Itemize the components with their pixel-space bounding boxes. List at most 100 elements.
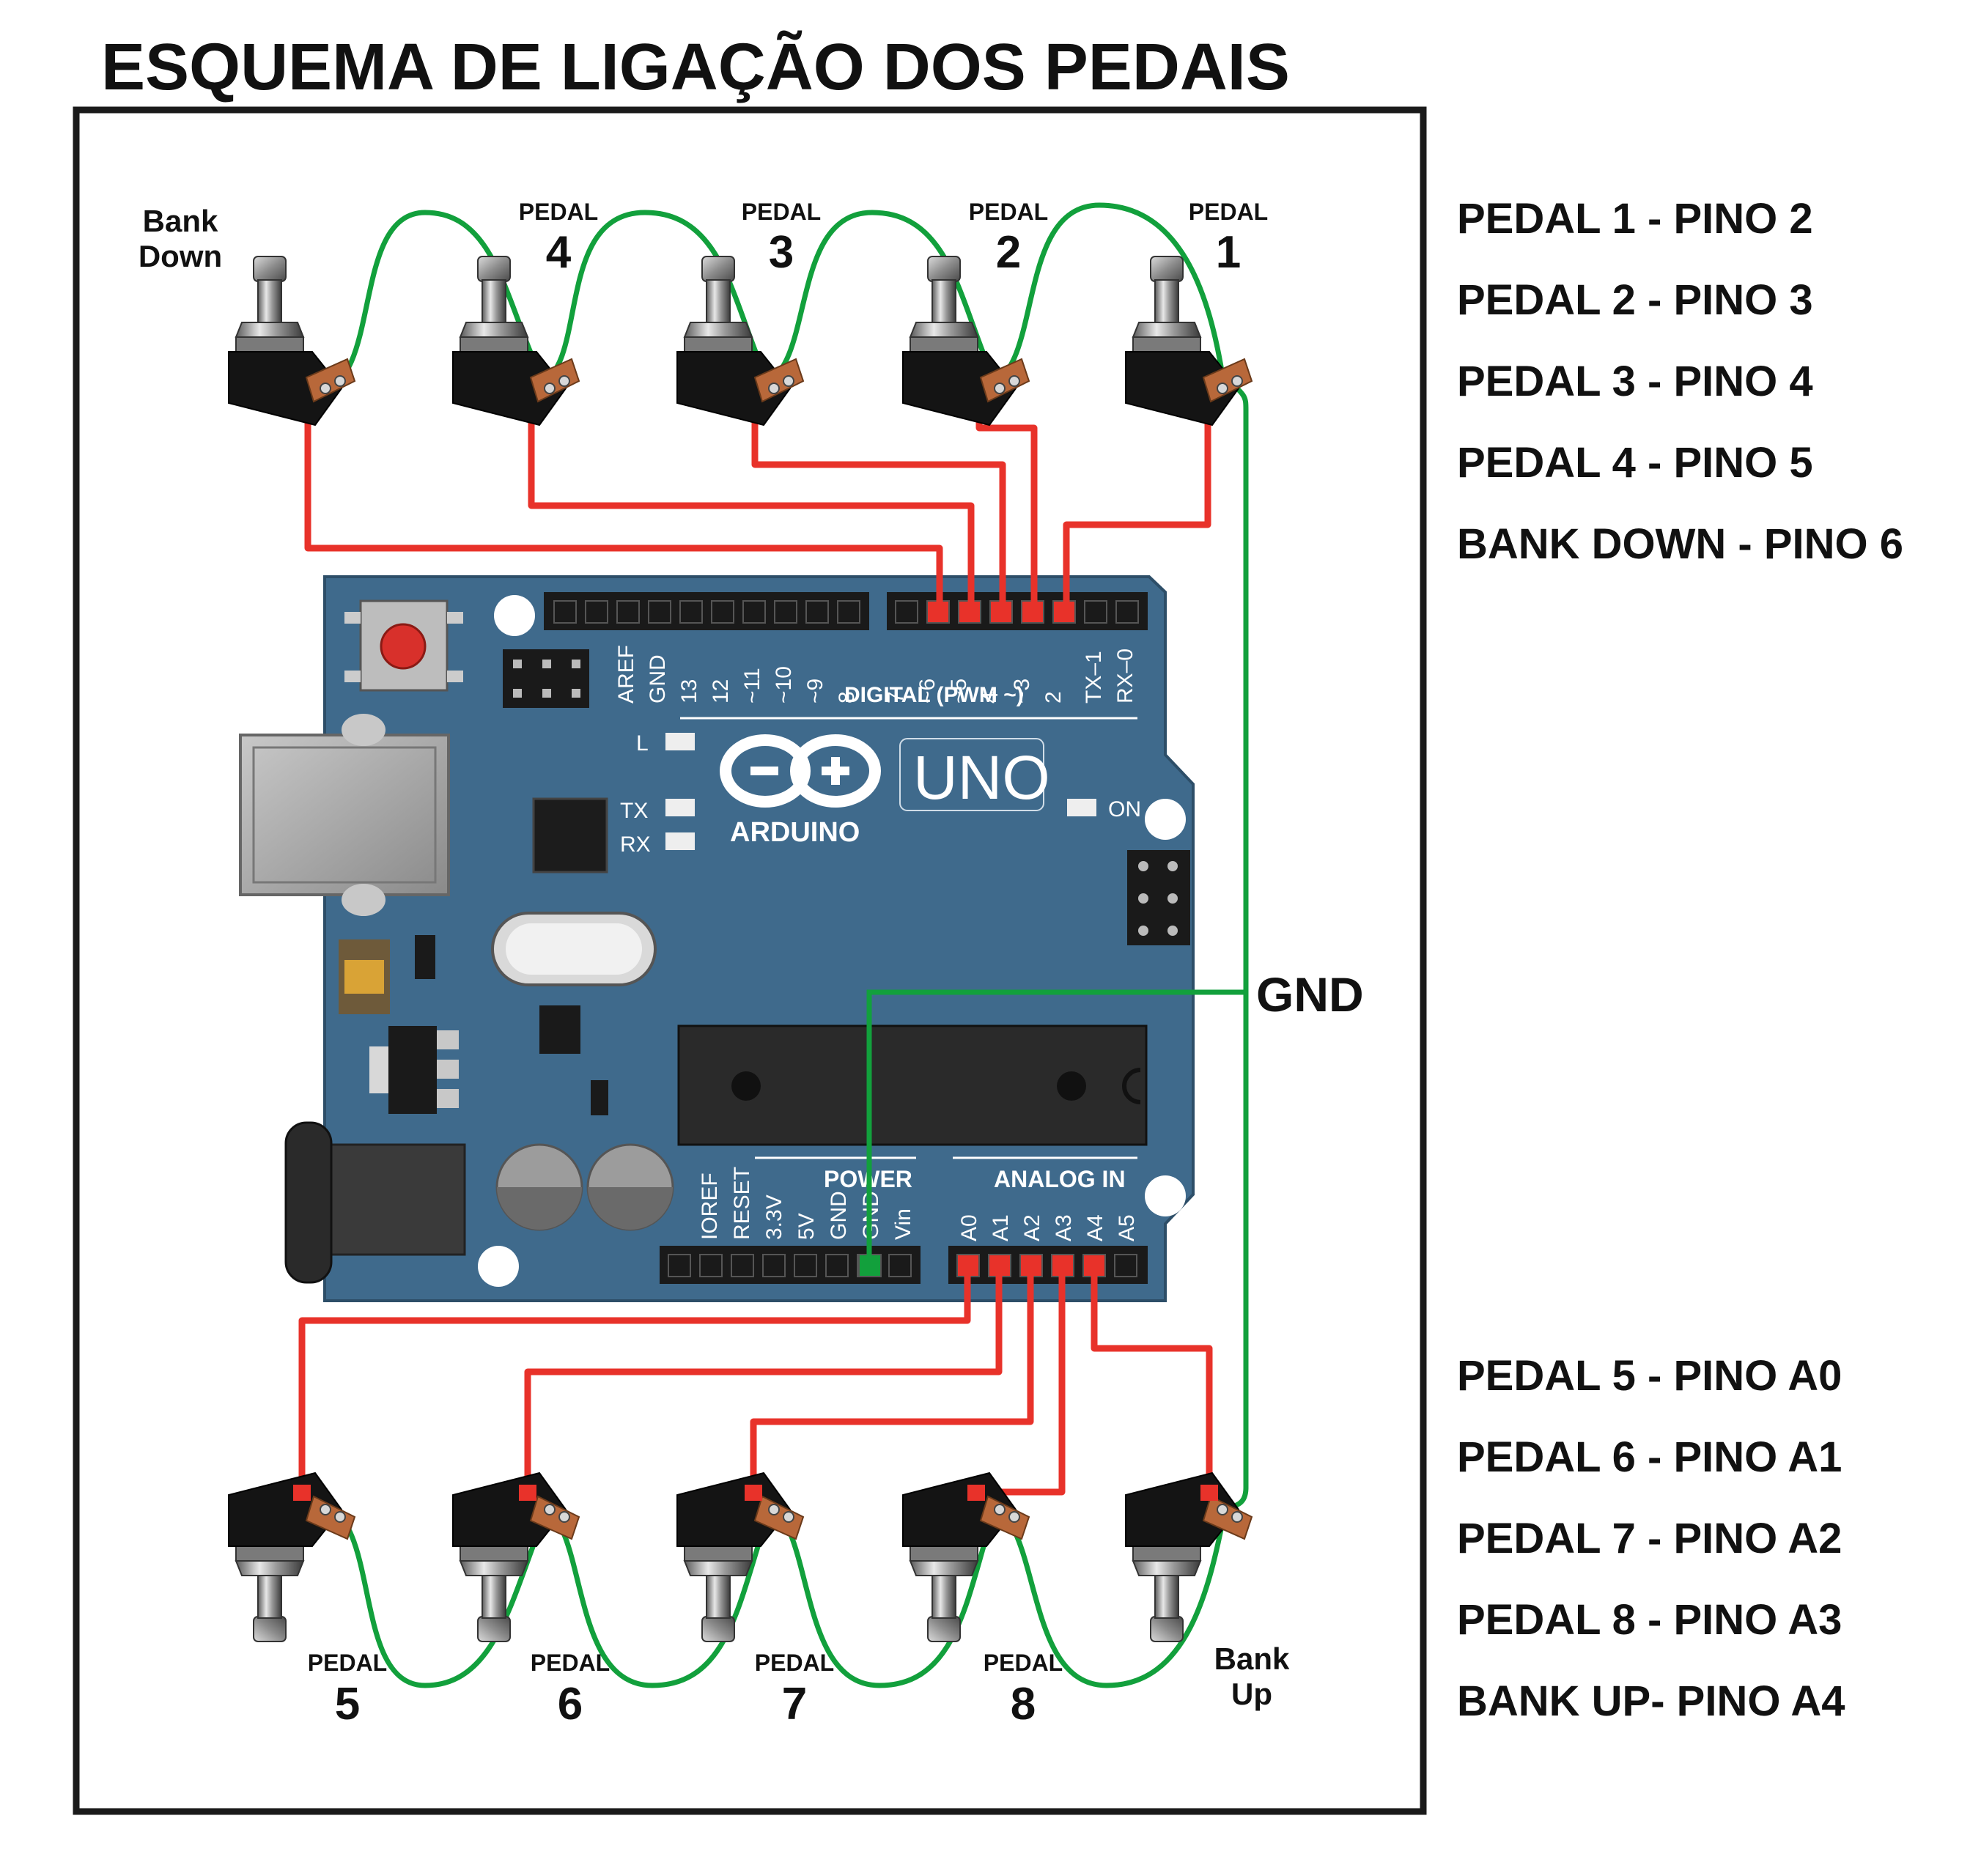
wire-bank-down-pin6 bbox=[304, 392, 943, 612]
mounting-hole bbox=[478, 1246, 519, 1287]
wire-bankup-a4 bbox=[1091, 1260, 1213, 1503]
wire-pedal4-pin5 bbox=[528, 392, 975, 612]
small-ic bbox=[539, 1005, 580, 1054]
led-on bbox=[1067, 799, 1096, 816]
pedal-terminal bbox=[745, 1485, 762, 1501]
led-label-l: L bbox=[636, 731, 649, 756]
header-pin bbox=[679, 600, 703, 624]
led-tx bbox=[665, 799, 695, 816]
header-pin bbox=[888, 1254, 912, 1277]
mapping-item: PEDAL 7 - PINO A2 bbox=[1457, 1515, 1842, 1562]
header-pin bbox=[668, 1254, 691, 1277]
header-pin bbox=[762, 1254, 786, 1277]
usb-chip bbox=[532, 797, 608, 874]
arduino-logo bbox=[720, 734, 881, 808]
wire-pedal5-a0 bbox=[298, 1260, 971, 1503]
pedal-terminal bbox=[293, 1485, 311, 1501]
header-pin bbox=[553, 600, 577, 624]
gnd-loop bbox=[765, 210, 998, 384]
digital-header-label: DIGITAL (PWM ~) bbox=[844, 683, 1024, 707]
digital-pin-label: ~3 bbox=[1010, 679, 1034, 704]
wire-pedal6-a1 bbox=[524, 1260, 1003, 1503]
mapping-item: PEDAL 3 - PINO 4 bbox=[1457, 358, 1813, 405]
pedal-terminal bbox=[967, 1485, 985, 1501]
power-pin-label: GND bbox=[827, 1191, 851, 1240]
header-pin bbox=[794, 1254, 817, 1277]
small-transistor bbox=[591, 1080, 608, 1115]
digital-pin-label: RX–0 bbox=[1113, 649, 1137, 704]
gnd-label: GND bbox=[1256, 967, 1364, 1022]
header-pin bbox=[805, 600, 829, 624]
usb-connector bbox=[239, 714, 450, 916]
analog-pin-label: A1 bbox=[989, 1214, 1013, 1241]
analog-pin-label: A4 bbox=[1083, 1214, 1107, 1241]
gnd-loop bbox=[320, 210, 547, 391]
digital-pin-label: 8 bbox=[835, 691, 859, 704]
bottom-pedal-row bbox=[228, 1472, 1253, 1642]
gnd-to-board bbox=[866, 989, 1249, 1263]
mounting-hole bbox=[1145, 1175, 1186, 1216]
digital-pin-label: GND bbox=[646, 654, 670, 704]
analog-label: ANALOG IN bbox=[994, 1166, 1126, 1192]
wire-pedal7-a2 bbox=[750, 1260, 1034, 1503]
power-pin-label: RESET bbox=[730, 1167, 754, 1240]
footswitch bbox=[902, 1472, 1030, 1642]
pedal-small-label: PEDAL bbox=[755, 1650, 834, 1676]
header-pin bbox=[616, 600, 640, 624]
footswitch bbox=[452, 1472, 580, 1642]
pedal-number: 6 bbox=[558, 1679, 583, 1729]
gnd-main-wire bbox=[1220, 372, 1249, 1511]
header-pin bbox=[1084, 600, 1107, 624]
footswitch bbox=[228, 1472, 355, 1642]
header-pin bbox=[711, 600, 734, 624]
analog-pin-label: A2 bbox=[1020, 1214, 1044, 1241]
header-pin bbox=[895, 600, 918, 624]
pedal-number: 8 bbox=[1011, 1679, 1036, 1729]
wire-pedal8-a3 bbox=[973, 1260, 1066, 1496]
analog-pin-label: A3 bbox=[1052, 1214, 1076, 1241]
mapping-item: BANK DOWN - PINO 6 bbox=[1457, 520, 1903, 568]
signal-wires bbox=[298, 392, 1213, 1503]
top-pedal-row bbox=[228, 256, 1253, 426]
mapping-item: PEDAL 1 - PINO 2 bbox=[1457, 195, 1813, 243]
pedal-terminal bbox=[1200, 1485, 1218, 1501]
digital-pin-label: 2 bbox=[1041, 691, 1066, 704]
gnd-loop bbox=[320, 1504, 550, 1688]
digital-pin-label: 13 bbox=[677, 679, 701, 704]
digital-pin-label: 12 bbox=[709, 679, 733, 704]
pedal-small-label: PEDAL bbox=[308, 1650, 387, 1676]
led-label-tx: TX bbox=[620, 799, 648, 823]
pedal-terminal bbox=[519, 1485, 536, 1501]
digital-pin-label: ~5 bbox=[947, 679, 971, 704]
footswitch bbox=[676, 1472, 804, 1642]
footswitch bbox=[452, 256, 580, 426]
board-brand: ARDUINO bbox=[730, 817, 860, 848]
header-pin bbox=[825, 1254, 849, 1277]
pedal-small-label: PEDAL bbox=[984, 1650, 1063, 1676]
digital-pin-label: AREF bbox=[614, 645, 638, 704]
header-pin bbox=[742, 600, 766, 624]
analog-pin-label: A5 bbox=[1115, 1214, 1139, 1241]
page-title: ESQUEMA DE LIGAÇÃO DOS PEDAIS bbox=[101, 30, 1290, 104]
capacitor bbox=[586, 1143, 674, 1231]
pedal-number: 1 bbox=[1216, 227, 1241, 278]
header-pin-gnd-wired bbox=[858, 1254, 882, 1277]
icsp-header bbox=[503, 649, 589, 708]
mapping-item: PEDAL 2 - PINO 3 bbox=[1457, 276, 1813, 324]
capacitor bbox=[495, 1143, 583, 1231]
gnd-loop bbox=[992, 202, 1225, 384]
mounting-hole bbox=[494, 595, 535, 636]
digital-pin-label: 4 bbox=[978, 691, 1003, 704]
pedal-small-label: PEDAL bbox=[969, 199, 1048, 225]
power-jack bbox=[284, 1121, 466, 1284]
led-rx bbox=[665, 832, 695, 850]
header-pin bbox=[585, 600, 608, 624]
footswitch bbox=[228, 256, 355, 426]
header-pin bbox=[1115, 600, 1139, 624]
digital-pin-label: ~9 bbox=[803, 679, 827, 704]
footswitch bbox=[902, 256, 1030, 426]
